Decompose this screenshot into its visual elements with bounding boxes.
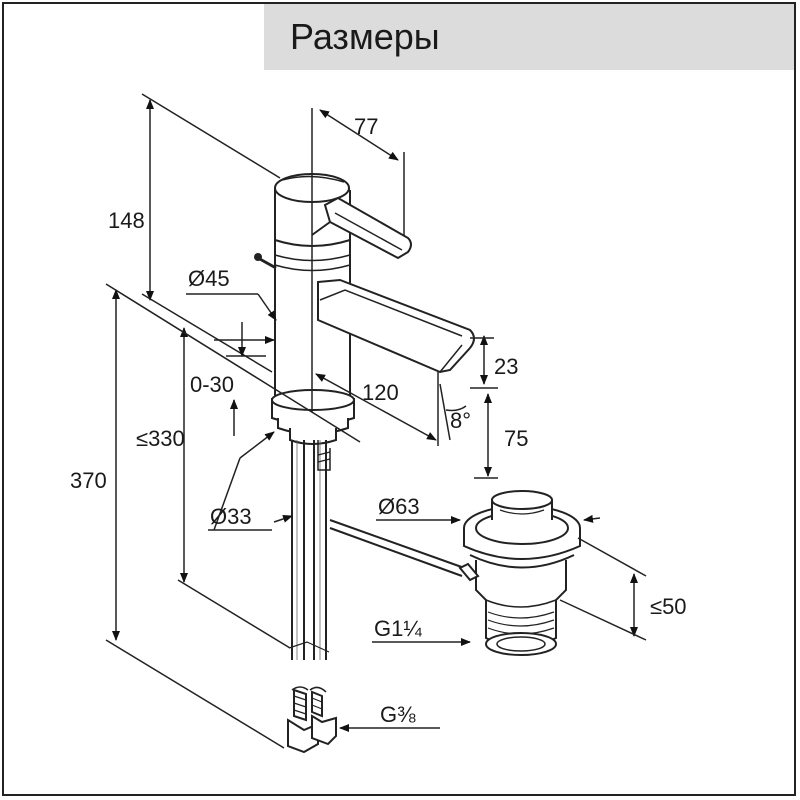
- dim-23: 23: [494, 354, 518, 379]
- handle-lever: [311, 196, 412, 260]
- dimension-lines: [105, 93, 647, 749]
- drain-rod: [329, 519, 471, 577]
- mounting-nut: [271, 389, 355, 445]
- dimension-labels: 148 77 Ø45 23 0-30 120 8° ≤330 75 370 Ø3…: [70, 114, 687, 727]
- dim-370: 370: [70, 468, 107, 493]
- dim-45: Ø45: [188, 266, 230, 291]
- dim-8-degrees: 8°: [450, 408, 471, 433]
- dim-148: 148: [108, 208, 145, 233]
- dim-50: ≤50: [650, 594, 687, 619]
- dim-120: 120: [362, 380, 399, 405]
- dim-0-30: 0-30: [190, 372, 234, 397]
- spout: [317, 278, 475, 380]
- dim-33: Ø33: [210, 504, 252, 529]
- hose-fittings: [287, 686, 337, 754]
- page-title: Размеры: [290, 16, 440, 57]
- dim-77: 77: [354, 114, 378, 139]
- supply-hoses: [288, 440, 331, 660]
- thread-g1-1-4: G1¼: [374, 616, 422, 641]
- pop-up-drain: [458, 490, 581, 656]
- dim-330: ≤330: [136, 426, 185, 451]
- dim-75: 75: [504, 426, 528, 451]
- title-bar: Размеры: [264, 4, 794, 70]
- dim-63: Ø63: [378, 494, 420, 519]
- thread-g3-8: G⅜: [380, 702, 416, 727]
